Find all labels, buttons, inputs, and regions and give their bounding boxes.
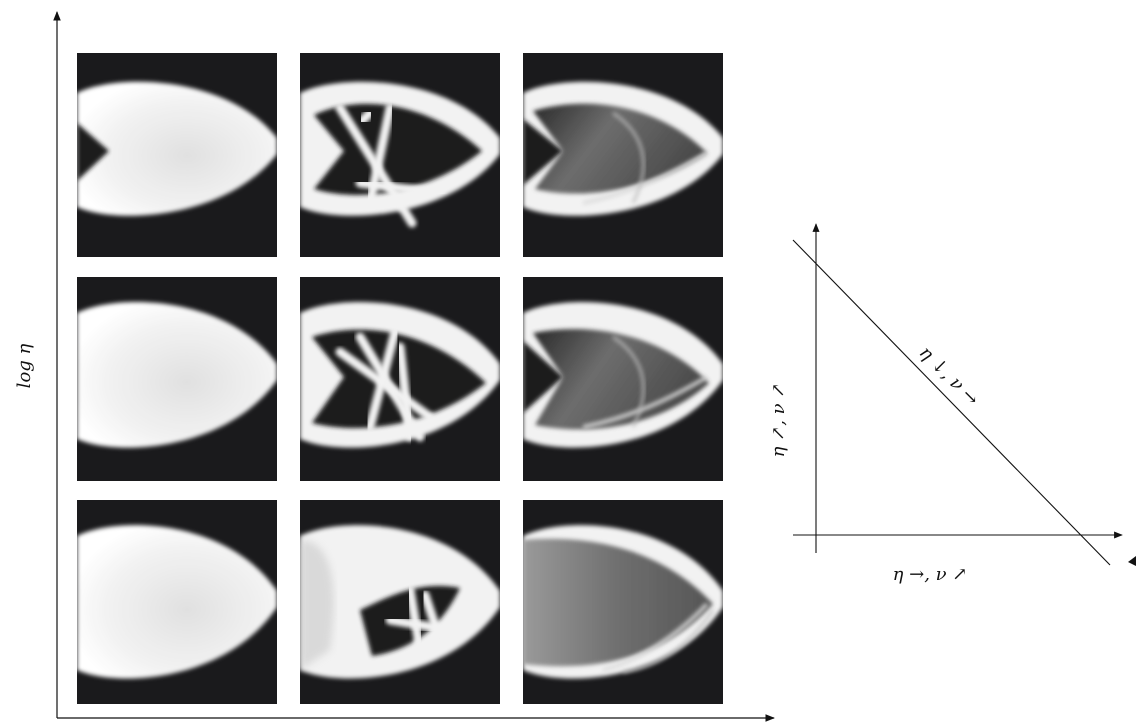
left-notch [77,123,109,181]
truss-strut [357,108,375,126]
panel-r1-c3 [523,53,723,257]
truss-strut [355,178,445,198]
shell-strand [612,335,645,428]
gray-shell-region [533,328,709,430]
solid-material [77,301,277,448]
gray-shell-region [533,103,707,194]
solid-material [77,525,277,679]
truss-strut [395,342,415,442]
panel-r3-c3 [523,500,723,704]
panel-r2-c2 [300,277,500,481]
truss-strut [385,615,455,635]
panel-r2-c3 [523,277,723,481]
gray-fade [300,540,334,670]
shell-strand [582,151,709,205]
main-axes [53,11,775,722]
y-axis-label: log η [14,343,35,388]
inset-diagonal-line [792,239,1111,566]
left-notch [523,341,563,413]
shell-strand [582,375,709,429]
panel-r1-c2 [300,53,500,257]
panel-r3-c1 [77,500,277,704]
void-region [312,329,486,429]
panel-r2-c1 [77,277,277,481]
solid-material [77,81,277,216]
inset-horizontal-label: η →, ν ↗ [893,564,968,585]
gray-shell-region [523,538,713,667]
truss-strut [335,347,435,422]
panel-r3-c2 [300,500,500,704]
left-notch [523,119,563,185]
inset-vertical-label: η ↗, ν ↗ [768,383,789,458]
shell-strand [622,609,715,674]
shell-strand [602,602,709,672]
shell-strand [612,111,645,204]
inset-corner-arrow [1128,556,1136,566]
panel-grid [77,53,723,704]
panel-r1-c1 [77,53,277,257]
inset-diagram: η ↓, ν → η ↗, ν ↗ η →, ν ↗ [768,223,1136,585]
truss-strut [420,590,445,645]
